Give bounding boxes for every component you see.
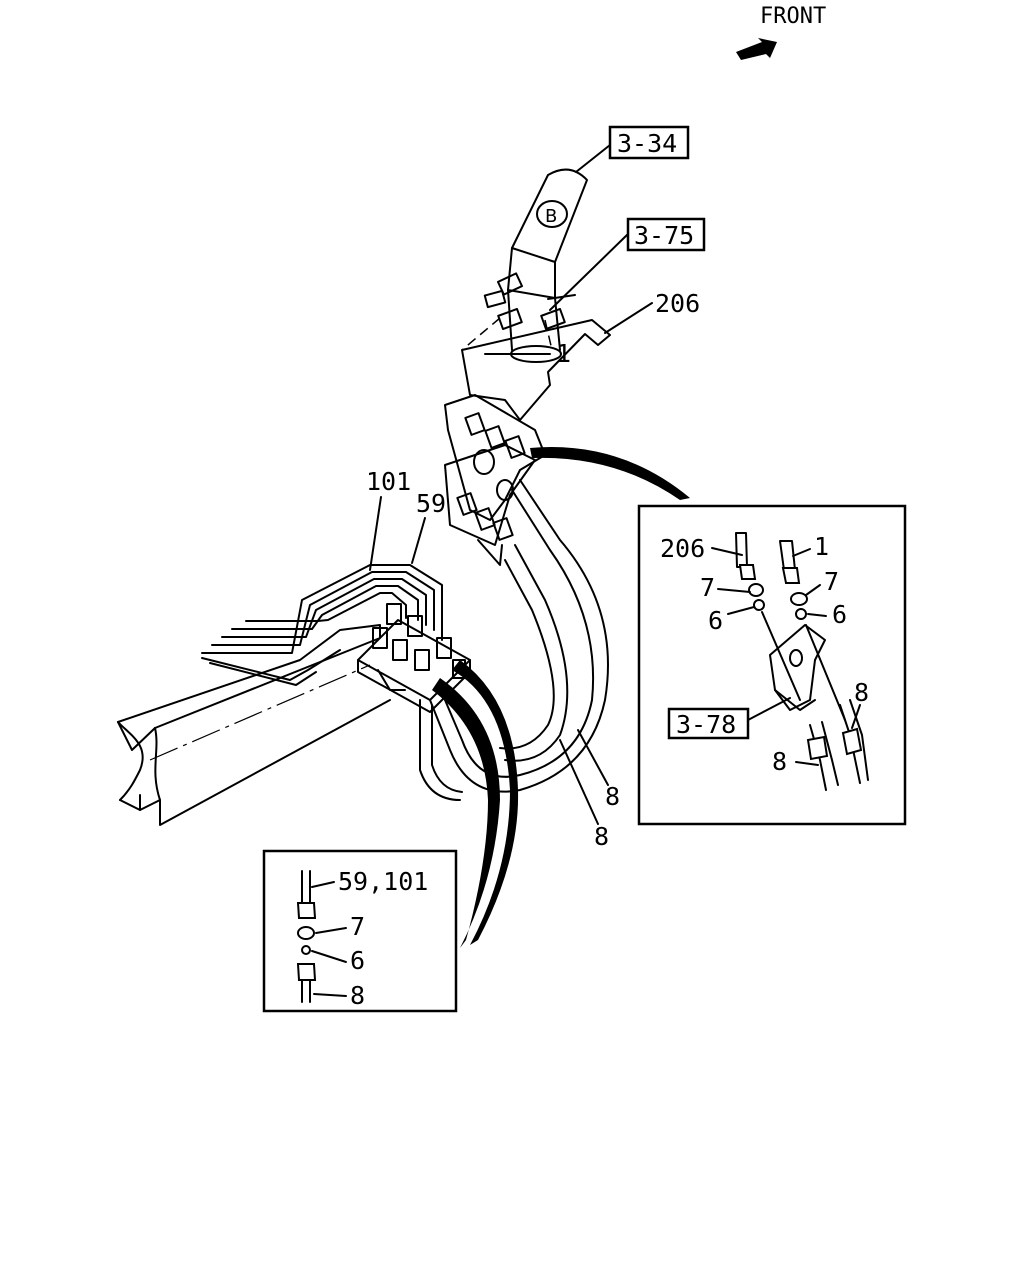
front-arrow-icon — [736, 38, 777, 60]
svg-text:8: 8 — [605, 782, 620, 811]
detail-left-59-101: 59,101 — [338, 867, 428, 896]
detail-leader-left — [432, 678, 500, 948]
detail-leader-right — [530, 447, 690, 500]
callout-59: 59 — [411, 489, 446, 564]
hidden-lines — [461, 317, 553, 351]
detail-box-right: 206 1 7 7 6 6 8 8 3-78 — [637, 504, 907, 826]
detail-right-1: 1 — [814, 532, 829, 561]
callout-206: 206 — [604, 289, 700, 334]
detail-right-6-right: 6 — [832, 600, 847, 629]
brake-valve: B — [483, 168, 588, 363]
bracket-206 — [461, 319, 611, 421]
detail-left-7: 7 — [350, 912, 365, 941]
svg-text:3-75: 3-75 — [634, 221, 694, 250]
detail-right-6-left: 6 — [708, 606, 723, 635]
junction-block-upper — [444, 394, 546, 566]
detail-left-6: 6 — [350, 946, 365, 975]
svg-text:101: 101 — [366, 467, 411, 496]
frame-rail — [117, 624, 391, 826]
ref-3-75: 3-75 — [549, 217, 706, 311]
ref-3-34: 3-34 — [575, 125, 690, 173]
callout-8-b: 8 — [559, 739, 609, 851]
detail-left-8: 8 — [350, 981, 365, 1010]
frame-centerline — [149, 664, 371, 761]
detail-right-7-left: 7 — [700, 573, 715, 602]
svg-text:206: 206 — [655, 289, 700, 318]
brake-pipes-8 — [419, 479, 609, 801]
svg-text:8: 8 — [594, 822, 609, 851]
front-label: FRONT — [760, 4, 826, 29]
detail-right-8-bottom: 8 — [772, 747, 787, 776]
callout-1: 1 — [484, 339, 571, 368]
detail-right-7-right: 7 — [824, 567, 839, 596]
front-direction-indicator: FRONT — [736, 4, 826, 60]
valve-b-marker: B — [545, 206, 557, 227]
junction-block-lower — [357, 603, 471, 713]
svg-text:59: 59 — [416, 489, 446, 518]
svg-text:1: 1 — [556, 339, 571, 368]
detail-right-8-right: 8 — [854, 678, 869, 707]
detail-right-206: 206 — [660, 534, 705, 563]
ref-3-78: 3-78 — [676, 710, 736, 739]
detail-box-left: 59,101 7 6 8 — [262, 849, 458, 1013]
svg-text:3-34: 3-34 — [617, 129, 677, 158]
callout-101: 101 — [366, 467, 411, 571]
callout-8-a: 8 — [577, 729, 620, 811]
